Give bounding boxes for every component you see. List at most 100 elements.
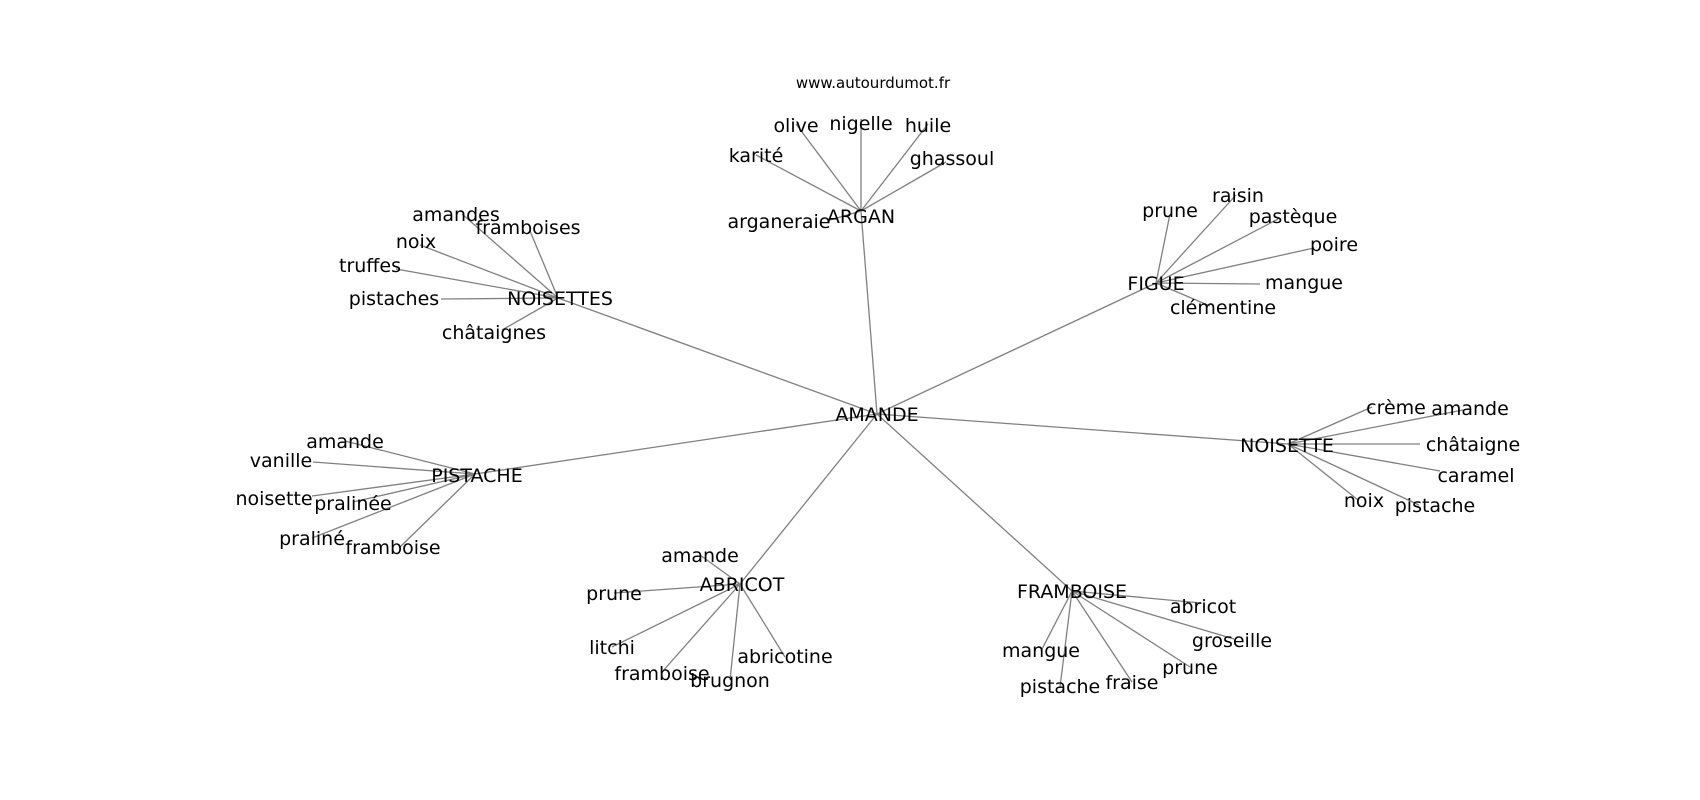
leaf-node-label: mangue bbox=[1002, 640, 1080, 662]
leaf-node-label: clémentine bbox=[1170, 297, 1276, 319]
cluster-2-edge-3 bbox=[395, 268, 559, 299]
cluster-0-edge-4 bbox=[860, 161, 947, 212]
leaf-node-label: prune bbox=[586, 583, 642, 605]
cluster-2-edge-0 bbox=[461, 213, 559, 299]
center-edge-4 bbox=[474, 413, 878, 475]
cluster-4-edge-3 bbox=[352, 473, 476, 503]
cluster-4-edge-4 bbox=[311, 473, 476, 539]
leaf-node-label: litchi bbox=[589, 637, 635, 659]
leaf-node-label: châtaigne bbox=[1426, 434, 1520, 456]
center-edge-3 bbox=[876, 413, 1289, 445]
cluster-3-edge-0 bbox=[1287, 406, 1373, 445]
leaf-node-label: pistache bbox=[1020, 676, 1101, 698]
cluster-6-edge-2 bbox=[1071, 590, 1191, 668]
leaf-node-label: noix bbox=[1344, 490, 1384, 512]
cluster-3-edge-1 bbox=[1287, 409, 1464, 445]
cluster-3-edge-3 bbox=[1287, 443, 1441, 472]
cluster-4-edge-1 bbox=[312, 461, 476, 475]
leaf-node-label: brugnon bbox=[690, 670, 770, 692]
leaf-node-label: amande bbox=[306, 431, 384, 453]
center-edge-0 bbox=[860, 210, 878, 415]
cluster-6-edge-4 bbox=[1059, 590, 1073, 688]
hub-node-label: NOISETTES bbox=[507, 288, 613, 310]
cluster-2-edge-2 bbox=[419, 244, 559, 299]
cluster-0-edge-2 bbox=[860, 123, 929, 212]
cluster-2-edge-1 bbox=[529, 230, 559, 299]
leaf-node-label: karité bbox=[729, 145, 784, 167]
cluster-5-edge-4 bbox=[729, 583, 741, 681]
hub-node-label: FRAMBOISE bbox=[1017, 581, 1127, 603]
cluster-3-edge-4 bbox=[1287, 443, 1359, 501]
cluster-5-edge-3 bbox=[661, 583, 741, 673]
cluster-0-edge-3 bbox=[755, 154, 862, 212]
leaf-node-label: abricotine bbox=[737, 646, 832, 668]
leaf-node-label: caramel bbox=[1437, 465, 1514, 487]
leaf-node-label: amande bbox=[661, 545, 739, 567]
cluster-5-edge-0 bbox=[699, 554, 741, 585]
leaf-node-label: truffes bbox=[339, 255, 401, 277]
leaf-node-label: abricot bbox=[1170, 596, 1236, 618]
cluster-6-edge-3 bbox=[1071, 590, 1133, 683]
leaf-node-label: amandes bbox=[412, 204, 500, 226]
cluster-0-edge-0 bbox=[795, 123, 862, 212]
cluster-1-edge-5 bbox=[1155, 282, 1211, 307]
leaf-node-label: ghassoul bbox=[910, 148, 995, 170]
cluster-0-edge-5 bbox=[829, 210, 862, 221]
cluster-4-edge-0 bbox=[344, 440, 476, 475]
leaf-node-label: groseille bbox=[1192, 630, 1272, 652]
leaf-node-label: pralinée bbox=[314, 493, 392, 515]
cluster-2-edge-4 bbox=[440, 297, 559, 300]
hub-node-label: NOISETTE bbox=[1240, 435, 1334, 457]
cluster-5-edge-2 bbox=[611, 583, 741, 648]
cluster-5-edge-5 bbox=[739, 583, 786, 658]
cluster-1-edge-3 bbox=[1155, 247, 1315, 284]
cluster-1-edge-1 bbox=[1155, 213, 1171, 284]
edges-layer bbox=[311, 119, 1464, 688]
cluster-6-edge-1 bbox=[1071, 590, 1235, 640]
leaf-node-label: pistaches bbox=[349, 288, 439, 310]
leaf-node-label: arganeraie bbox=[728, 211, 831, 233]
cluster-4-edge-5 bbox=[399, 473, 476, 548]
leaf-node-label: framboise bbox=[614, 663, 709, 685]
center-edge-6 bbox=[876, 413, 1073, 592]
leaf-node-label: pistache bbox=[1395, 495, 1476, 517]
cluster-3-edge-5 bbox=[1287, 443, 1420, 506]
cluster-1-edge-2 bbox=[1155, 218, 1279, 284]
leaf-node-label: framboises bbox=[475, 217, 580, 239]
leaf-node-label: châtaignes bbox=[442, 322, 546, 344]
leaf-node-label: amande bbox=[1431, 398, 1509, 420]
leaf-node-label: noisette bbox=[235, 488, 312, 510]
leaf-node-label: praliné bbox=[279, 528, 345, 550]
cluster-6-edge-5 bbox=[1040, 590, 1073, 652]
leaf-node-label: poire bbox=[1310, 234, 1358, 256]
cluster-4-edge-2 bbox=[311, 473, 476, 497]
leaf-node-label: vanille bbox=[250, 450, 312, 472]
hub-node-label: ARGAN bbox=[827, 206, 895, 228]
leaf-node-label: pastèque bbox=[1249, 206, 1338, 228]
leaf-node-label: framboise bbox=[345, 537, 440, 559]
cluster-1-edge-0 bbox=[1155, 194, 1237, 284]
center-node-label: AMANDE bbox=[835, 404, 918, 426]
hub-node-label: PISTACHE bbox=[431, 465, 522, 487]
leaf-node-label: olive bbox=[773, 115, 818, 137]
labels-layer: www.autourdumot.fr AMANDE ARGAN olive nige… bbox=[235, 74, 1520, 698]
leaf-node-label: noix bbox=[396, 231, 436, 253]
leaf-node-label: prune bbox=[1142, 200, 1198, 222]
leaf-node-label: prune bbox=[1162, 657, 1218, 679]
leaf-node-label: huile bbox=[905, 115, 951, 137]
center-edge-1 bbox=[876, 282, 1157, 415]
cluster-1-edge-4 bbox=[1155, 282, 1261, 285]
cluster-2-edge-5 bbox=[501, 297, 559, 331]
watermark-text: www.autourdumot.fr bbox=[796, 74, 951, 92]
leaf-node-label: fraise bbox=[1105, 672, 1158, 694]
leaf-node-label: mangue bbox=[1265, 272, 1343, 294]
cluster-6-edge-0 bbox=[1071, 590, 1202, 604]
center-edge-5 bbox=[739, 413, 878, 585]
hub-node-label: ABRICOT bbox=[700, 574, 785, 596]
leaf-node-label: nigelle bbox=[829, 113, 892, 135]
hub-node-label: FIGUE bbox=[1127, 273, 1184, 295]
leaf-node-label: crème bbox=[1366, 397, 1426, 419]
cluster-5-edge-1 bbox=[613, 583, 741, 594]
